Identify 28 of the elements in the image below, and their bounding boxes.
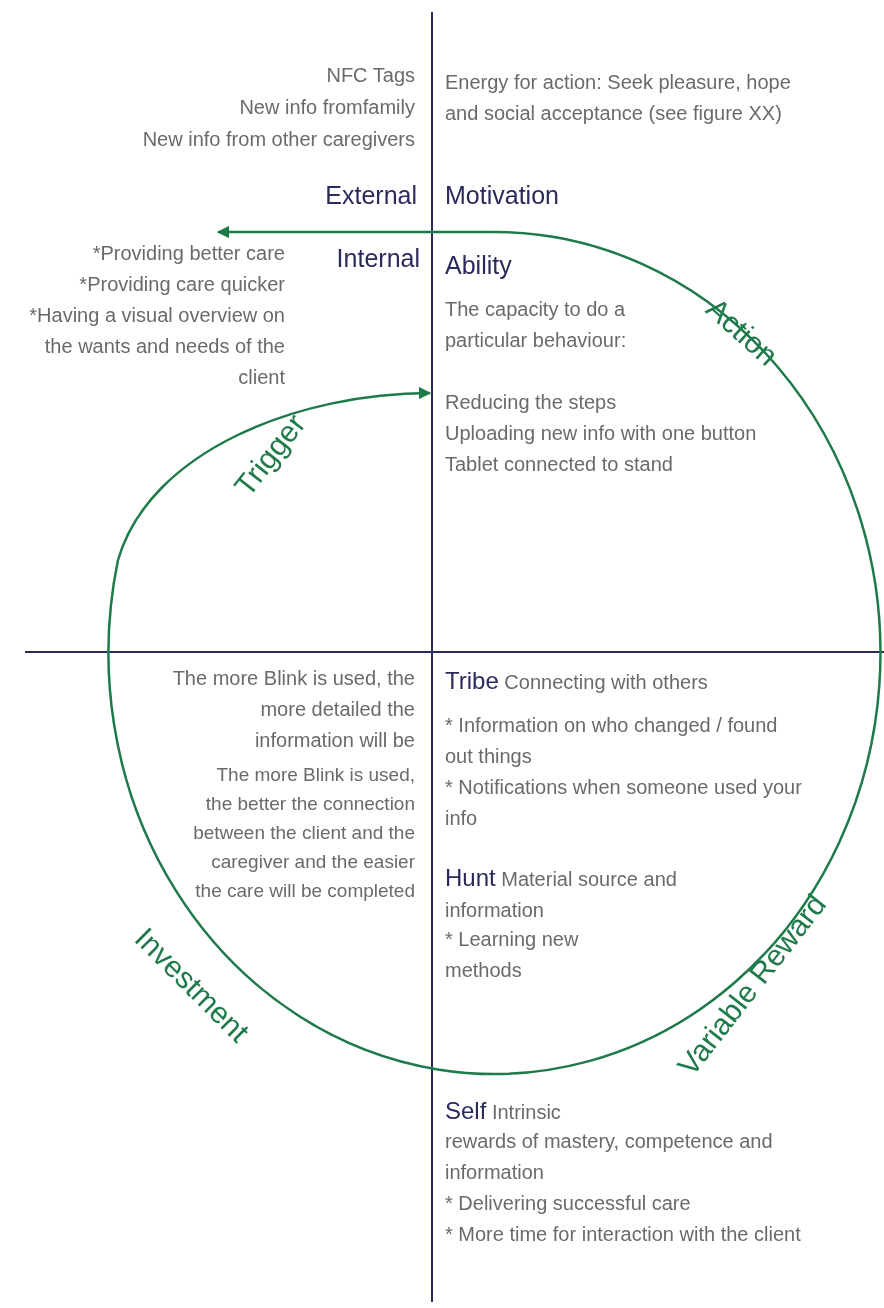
- item-text: *Providing care quicker: [78, 272, 285, 297]
- item-text: Reducing the steps: [445, 390, 618, 415]
- item-text: Tribe Connecting with others: [445, 666, 709, 696]
- section-heading: Internal: [336, 243, 420, 274]
- item-text: Tablet connected to stand: [445, 452, 674, 477]
- item-text: The capacity to do a particular behaviour:: [445, 297, 628, 353]
- item-text: New info from other caregivers: [142, 127, 415, 152]
- cycle-arrow: [216, 225, 426, 239]
- item-text: * More time for interaction with the client: [445, 1222, 802, 1247]
- item-text: Self Intrinsic: [445, 1096, 562, 1126]
- cycle-arrow: [116, 387, 432, 561]
- item-text: Uploading new info with one button: [445, 421, 758, 446]
- item-text: The more Blink is used, the better the connection between the client and the caregiver and the easier the care will be completed: [192, 763, 415, 903]
- section-heading: Motivation: [445, 180, 559, 211]
- item-text: NFC Tags: [326, 63, 415, 88]
- item-text: * Delivering successful care: [445, 1191, 692, 1216]
- item-text: Hunt Material source and information: [445, 863, 678, 923]
- item-text: rewards of mastery, competence and information: [445, 1129, 774, 1185]
- section-heading: External: [325, 180, 417, 211]
- item-text: * Information on who changed / found out things: [445, 713, 779, 769]
- item-text: The more Blink is used, the more detailed the information will be: [171, 666, 415, 753]
- item-text: *Providing better care: [91, 241, 285, 266]
- item-text: * Notifications when someone used your info: [445, 775, 803, 831]
- item-text: Energy for action: Seek pleasure, hope and social acceptance (see figure XX): [445, 70, 792, 126]
- item-text: *Having a visual overview on the wants and needs of the client: [28, 303, 285, 390]
- item-text: * Learning new methods: [445, 927, 580, 983]
- item-text: New info fromfamily: [239, 95, 415, 120]
- section-heading: Ability: [445, 250, 513, 281]
